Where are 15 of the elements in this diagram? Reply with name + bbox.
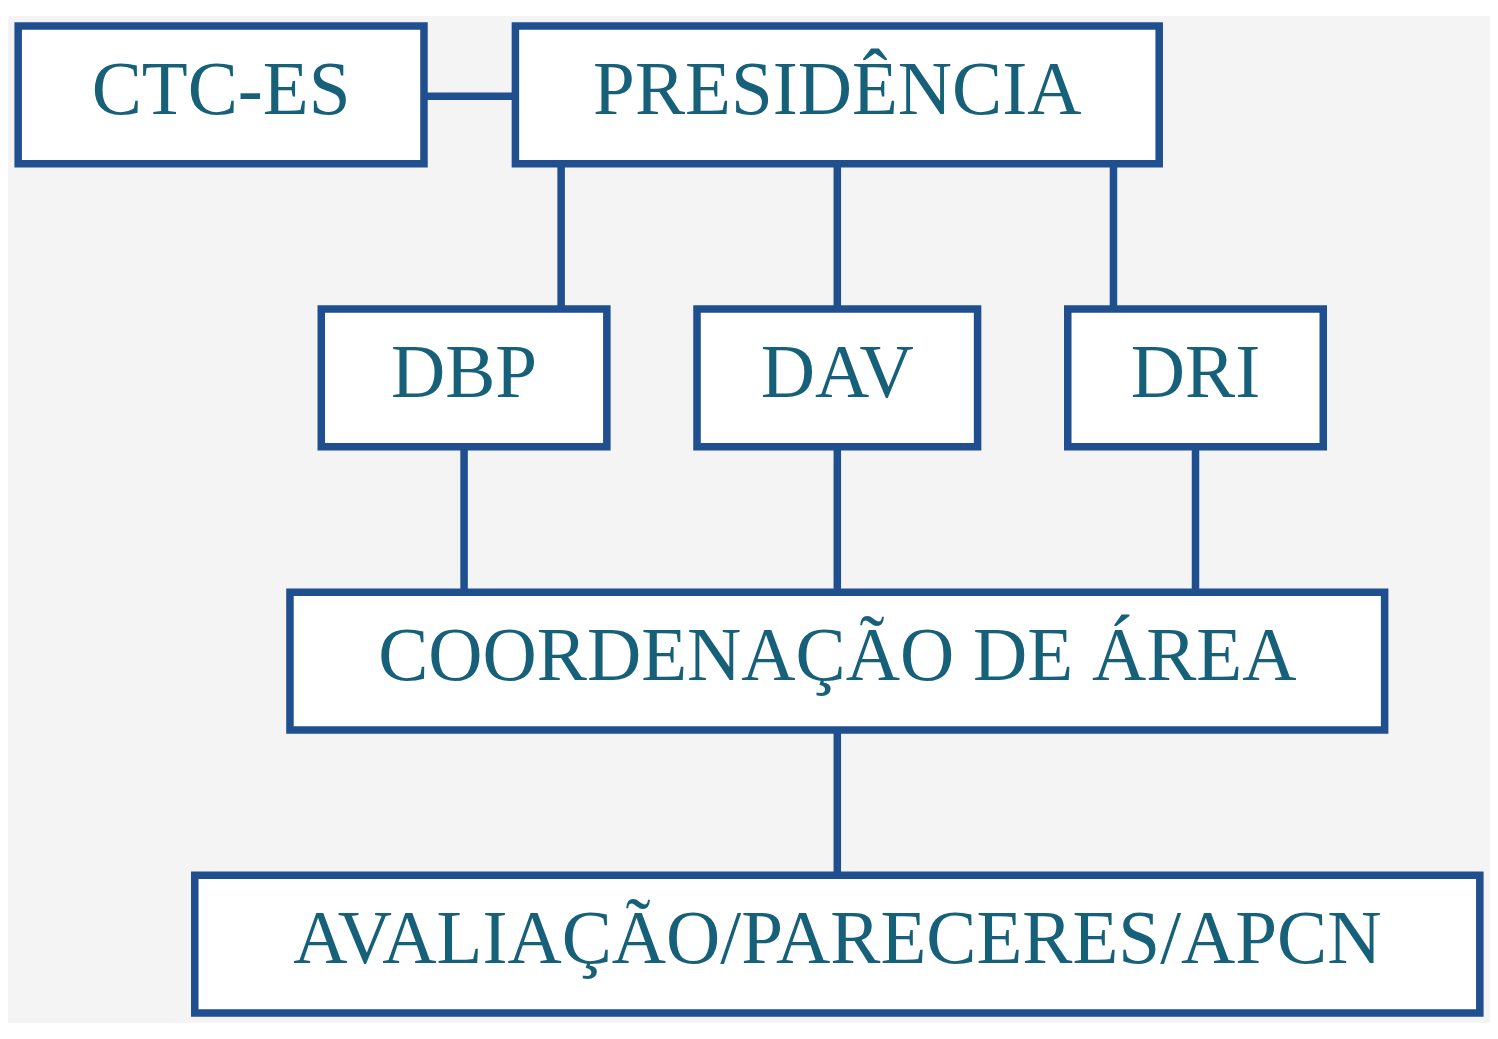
node-box: AVALIAÇÃO/PARECERES/APCN bbox=[191, 871, 1484, 1017]
node-box: PRESIDÊNCIA bbox=[511, 22, 1163, 168]
connector bbox=[1191, 447, 1200, 592]
connector bbox=[833, 730, 842, 875]
node-box: DAV bbox=[693, 305, 982, 451]
connector bbox=[424, 92, 515, 100]
connector bbox=[1109, 164, 1118, 309]
node-box: COORDENAÇÃO DE ÁREA bbox=[286, 588, 1389, 734]
connector bbox=[557, 164, 565, 309]
connector bbox=[833, 164, 842, 309]
node-box: DRI bbox=[1064, 305, 1328, 451]
node-box: DBP bbox=[317, 305, 611, 451]
connector bbox=[460, 447, 468, 592]
node-box: CTC-ES bbox=[14, 22, 428, 168]
connector bbox=[833, 447, 842, 592]
